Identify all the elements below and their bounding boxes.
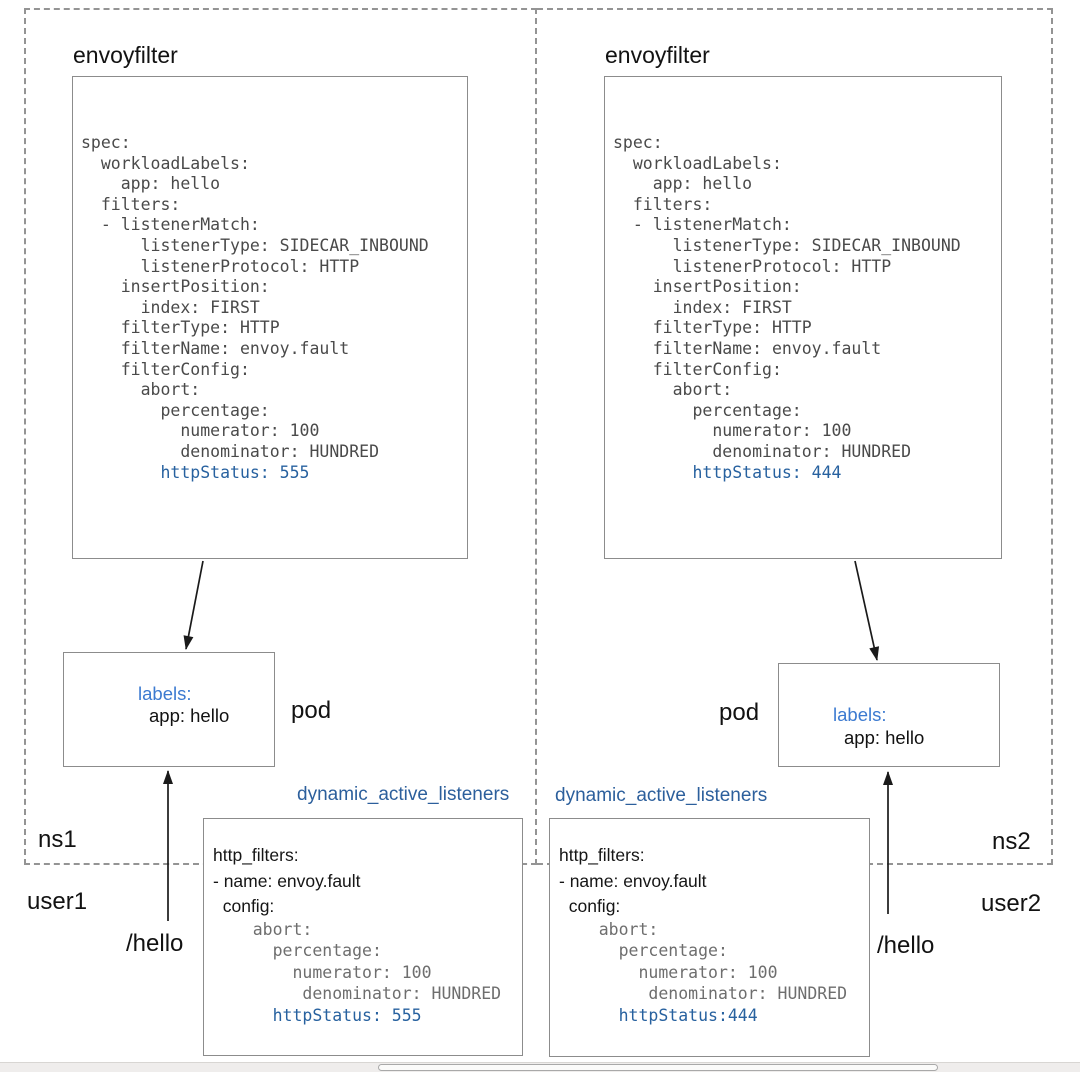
ns1-envoyfilter-yaml: spec: workloadLabels: app: hello filters…	[81, 133, 429, 461]
ns2-envoyfilter-httpstatus: httpStatus: 444	[613, 463, 842, 482]
ns2-listeners-httpstatus: httpStatus:444	[559, 1006, 758, 1025]
horizontal-scrollbar-thumb[interactable]	[378, 1064, 938, 1071]
ns2-envoyfilter-box: spec: workloadLabels: app: hello filters…	[604, 76, 1002, 559]
user1-label: user1	[27, 888, 88, 915]
ns1-envoyfilter-httpstatus: httpStatus: 555	[81, 463, 310, 482]
ns2-envoyfilter-yaml: spec: workloadLabels: app: hello filters…	[613, 133, 961, 461]
ns2-pod-label: pod	[719, 699, 760, 726]
ns2-listeners-title: dynamic_active_listeners	[555, 785, 768, 806]
ns2-envoyfilter-title: envoyfilter	[605, 42, 710, 68]
ns2-label: ns2	[992, 828, 1031, 855]
ns2-pod-labels-value: app: hello	[844, 727, 925, 748]
ns1-listeners-box: http_filters: - name: envoy.fault config…	[203, 818, 523, 1056]
ns2-request-path-label: /hello	[877, 932, 935, 959]
user2-label: user2	[981, 890, 1042, 917]
ns1-request-path-label: /hello	[126, 930, 184, 957]
ns2-listeners-filters: http_filters: - name: envoy.fault config…	[559, 845, 707, 916]
ns2-pod-box: labels: app: hello	[778, 663, 1000, 767]
ns2-listeners-box: http_filters: - name: envoy.fault config…	[549, 818, 870, 1057]
ns1-pod-labels-key: labels:	[138, 683, 192, 704]
ns1-pod-box: labels: app: hello	[63, 652, 275, 767]
ns1-listeners-title: dynamic_active_listeners	[297, 784, 510, 805]
ns1-listeners-config: abort: percentage: numerator: 100 denomi…	[252, 920, 502, 1003]
ns2-pod-labels-key: labels:	[833, 704, 887, 725]
ns1-listeners-httpstatus: httpStatus: 555	[213, 1006, 422, 1025]
ns1-pod-label: pod	[291, 697, 332, 724]
ns2-listeners-config: abort: percentage: numerator: 100 denomi…	[598, 920, 848, 1003]
ns1-listeners-filters: http_filters: - name: envoy.fault config…	[213, 845, 361, 916]
ns1-envoyfilter-box: spec: workloadLabels: app: hello filters…	[72, 76, 468, 559]
ns1-pod-labels-value: app: hello	[149, 705, 230, 726]
ns1-envoyfilter-title: envoyfilter	[73, 42, 178, 68]
ns1-label: ns1	[38, 826, 77, 853]
